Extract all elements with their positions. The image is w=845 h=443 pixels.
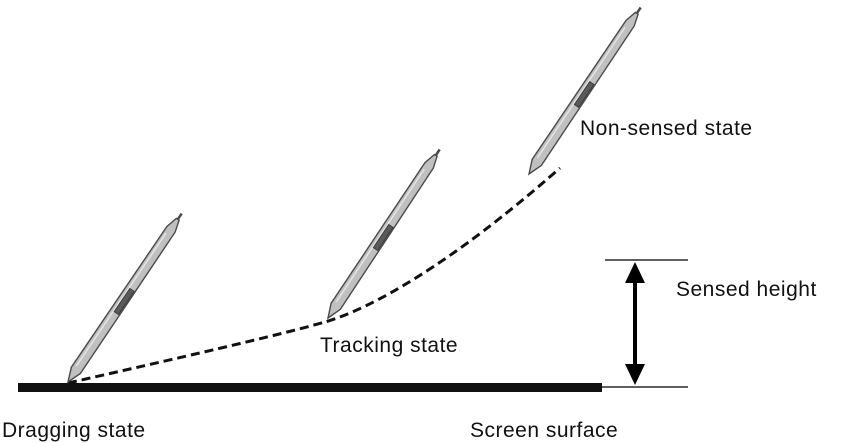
screen-surface-bar <box>18 383 602 392</box>
pen-grip <box>372 223 394 252</box>
pen-highlight <box>75 232 167 367</box>
pen-tracking <box>326 148 441 320</box>
pen-cap <box>635 6 642 15</box>
pen-grip <box>113 287 135 316</box>
label-dragging-state: Dragging state <box>2 419 146 442</box>
sensed-height-arrow <box>625 262 645 385</box>
pen-highlight <box>335 168 425 303</box>
pen-cap <box>176 212 183 221</box>
pen-cap <box>434 148 441 157</box>
label-tracking-state: Tracking state <box>320 334 459 357</box>
label-sensed-height: Sensed height <box>676 278 817 301</box>
pen-non-sensed <box>527 6 642 176</box>
pen-highlight <box>536 26 626 159</box>
pen-grip <box>573 80 595 108</box>
pen-trajectory-curve <box>67 166 561 385</box>
label-non-sensed-state: Non-sensed state <box>580 117 753 140</box>
pens-layer <box>66 6 642 384</box>
label-screen-surface: Screen surface <box>470 419 619 442</box>
pen-dragging <box>66 212 183 384</box>
